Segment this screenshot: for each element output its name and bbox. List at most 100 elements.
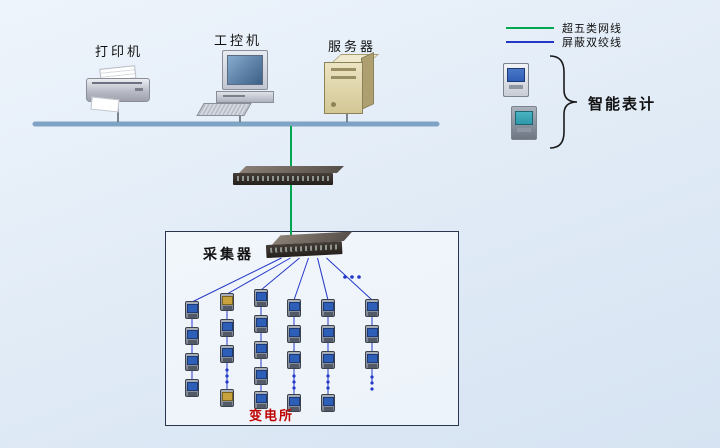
printer-output-paper (90, 96, 120, 113)
meter-screen (221, 392, 233, 401)
ellipsis-dot (225, 380, 229, 384)
meter-screen (322, 302, 334, 311)
collector-front-face (265, 241, 343, 259)
server-label: 服务器 (328, 39, 377, 54)
meter-screen (186, 382, 198, 391)
ipc-label: 工控机 (214, 33, 263, 48)
switch-ports (237, 176, 329, 181)
stp-label: 屏蔽双绞线 (562, 37, 622, 49)
meter-icon (287, 394, 301, 412)
meter-base (222, 358, 232, 362)
wire (293, 257, 309, 301)
ellipsis-dot (370, 381, 374, 385)
ellipsis-dot (326, 380, 330, 384)
meter-base (367, 338, 377, 342)
meter-icon (287, 351, 301, 369)
meter-base (367, 312, 377, 316)
wire (191, 257, 282, 303)
ellipsis-dot (292, 386, 296, 390)
meter-icon (321, 299, 335, 317)
industrial-pc-icon (196, 50, 278, 116)
ellipsis-dot (350, 275, 354, 279)
legend: 超五类网线 屏蔽双绞线 (506, 21, 622, 49)
meter-icon (185, 301, 199, 319)
meter-screen (255, 344, 267, 353)
meter-screen (255, 394, 267, 403)
keyboard-icon (196, 103, 252, 116)
ellipsis-dot (357, 275, 361, 279)
meter-screen (255, 318, 267, 327)
meter-base (256, 354, 266, 358)
meter-icon (365, 299, 379, 317)
legend-row-stp: 屏蔽双绞线 (506, 35, 622, 49)
collector-label: 采集器 (203, 248, 254, 263)
brace-icon (549, 55, 578, 149)
meter-icon (185, 353, 199, 371)
meter-base (187, 366, 197, 370)
stp-line-swatch (506, 41, 554, 43)
meter-icon (185, 327, 199, 345)
ellipsis-dot (343, 275, 347, 279)
switch-top-face (239, 166, 344, 173)
meter-base (323, 312, 333, 316)
meter-icon (254, 315, 268, 333)
meter-screen (288, 302, 300, 311)
meter-screen (366, 302, 378, 311)
meter-base (367, 364, 377, 368)
meter-base (222, 402, 232, 406)
meter-icon (321, 394, 335, 412)
smart-meter-label: 智能表计 (588, 97, 657, 113)
meter-base (256, 404, 266, 408)
meter-base (222, 332, 232, 336)
meter-screen (186, 330, 198, 339)
meter-screen (221, 296, 233, 305)
smart-meter-buttons (517, 128, 531, 132)
meter-icon (254, 341, 268, 359)
meter-icon (287, 299, 301, 317)
meter-icon (220, 345, 234, 363)
printer-label: 打印机 (95, 44, 144, 59)
meter-icon (254, 391, 268, 409)
smart-meter-screen (507, 68, 525, 82)
cat5-line-swatch (506, 27, 554, 29)
meter-icon (185, 379, 199, 397)
collector-icon (265, 231, 353, 260)
pc-case-slot (223, 95, 245, 97)
meter-base (256, 328, 266, 332)
server-power-button (331, 102, 336, 107)
cat5-label: 超五类网线 (562, 23, 622, 35)
meter-screen (221, 348, 233, 357)
smart-meter-icon-1 (503, 63, 529, 97)
meter-icon (287, 325, 301, 343)
meter-base (256, 380, 266, 384)
meter-base (323, 338, 333, 342)
meter-screen (255, 370, 267, 379)
meter-screen (322, 328, 334, 337)
printer-slot (92, 82, 142, 84)
ellipsis-dot (326, 386, 330, 390)
meter-screen (186, 356, 198, 365)
meter-icon (220, 389, 234, 407)
ellipsis-dot (225, 374, 229, 378)
meter-base (187, 314, 197, 318)
server-icon (322, 51, 380, 114)
meter-base (289, 312, 299, 316)
pc-case-icon (216, 91, 274, 103)
substation-label: 变电所 (249, 408, 295, 423)
printer-button (135, 88, 143, 91)
meter-icon (254, 289, 268, 307)
meter-base (289, 407, 299, 411)
meter-icon (220, 319, 234, 337)
meter-base (222, 306, 232, 310)
server-drive-bay (331, 68, 356, 71)
printer-icon (86, 65, 150, 113)
switch-front-face (233, 173, 333, 185)
meter-base (289, 338, 299, 342)
ellipsis-dot (370, 387, 374, 391)
smart-meter-buttons (509, 85, 523, 89)
monitor-icon (222, 50, 268, 90)
meter-screen (288, 328, 300, 337)
meter-screen (255, 292, 267, 301)
meter-screen (288, 397, 300, 406)
